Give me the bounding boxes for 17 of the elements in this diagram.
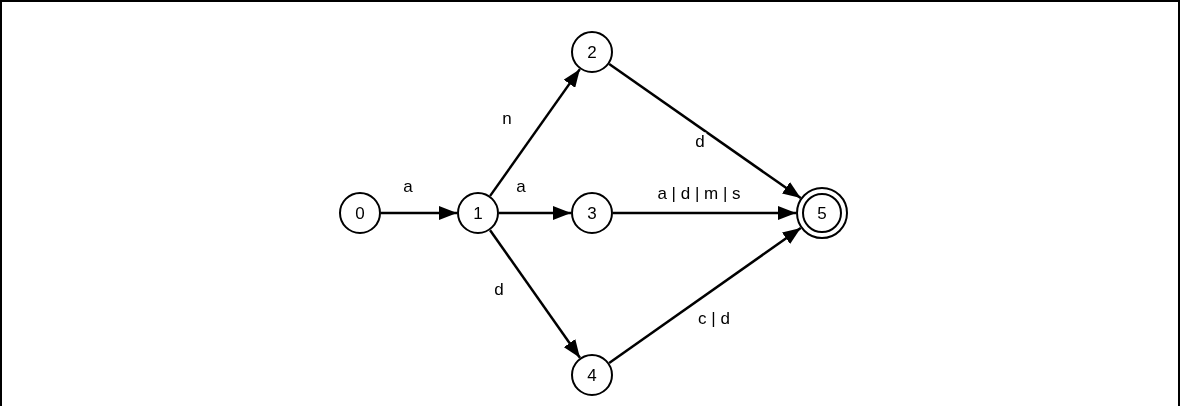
arrow [613, 206, 796, 220]
state-label: 1 [473, 204, 483, 222]
arrow [608, 63, 802, 200]
state-label: 4 [587, 366, 597, 384]
state-label: 2 [587, 43, 597, 61]
arrow [608, 226, 802, 364]
state-label: 5 [817, 204, 827, 222]
state-label: 3 [587, 204, 597, 222]
edge-label: a | d | m | s [655, 184, 743, 202]
edge-label: c | d [696, 309, 732, 327]
edge-label: d [693, 132, 707, 150]
state-label: 0 [355, 204, 365, 222]
arrow [489, 229, 581, 359]
arrow [499, 206, 571, 220]
arrow [489, 68, 581, 197]
edge-label: d [492, 280, 506, 298]
arrow [381, 206, 457, 220]
